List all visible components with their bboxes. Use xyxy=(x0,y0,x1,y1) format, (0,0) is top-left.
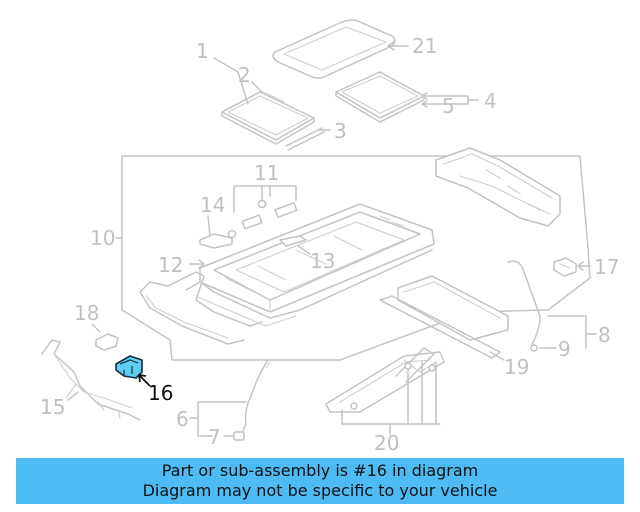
callout-21: 21 xyxy=(412,34,437,58)
part-11-fasteners xyxy=(233,185,298,230)
part-14-clip xyxy=(199,215,237,249)
leader-16 xyxy=(139,375,151,387)
part-3-strip xyxy=(285,127,325,151)
leader-4-bracket xyxy=(467,95,479,105)
leader-8 xyxy=(547,315,597,349)
leader-12-arrow xyxy=(198,259,205,269)
leader-15 xyxy=(67,391,79,401)
leader-5-arrow-bottom xyxy=(421,100,428,108)
callout-8: 8 xyxy=(598,323,611,347)
part-15-harness xyxy=(41,339,141,421)
callout-5: 5 xyxy=(442,94,455,118)
callout-17: 17 xyxy=(594,255,619,279)
callout-12: 12 xyxy=(158,253,183,277)
part-1-sunshade-panel xyxy=(221,91,315,145)
callout-16: 16 xyxy=(148,381,173,405)
info-banner: Part or sub-assembly is #16 in diagram D… xyxy=(16,458,624,504)
callout-2: 2 xyxy=(238,63,251,87)
callout-13: 13 xyxy=(310,249,335,273)
leader-2 xyxy=(251,81,263,93)
callout-19: 19 xyxy=(504,355,529,379)
leader-21-arrow xyxy=(387,41,395,51)
wind-deflector-part xyxy=(435,147,561,227)
callout-14: 14 xyxy=(200,193,225,217)
leader-18 xyxy=(91,323,101,333)
leader-19 xyxy=(489,351,505,361)
part-6-hose xyxy=(233,359,271,441)
part-13-bracket xyxy=(279,235,307,247)
callout-1: 1 xyxy=(196,39,209,63)
part-19-sunshade xyxy=(379,275,509,359)
callout-3: 3 xyxy=(334,119,347,143)
callout-10: 10 xyxy=(90,226,115,250)
leader-16-arrow xyxy=(137,373,147,383)
part-17-block xyxy=(553,257,577,277)
callout-7: 7 xyxy=(208,425,221,449)
leader-5-arrow-top xyxy=(421,92,428,100)
callout-9: 9 xyxy=(558,337,571,361)
leader-13 xyxy=(297,245,311,255)
part-20-mechanism xyxy=(325,347,445,413)
callout-6: 6 xyxy=(176,407,189,431)
callout-20: 20 xyxy=(374,431,399,455)
part-21-glass-panel xyxy=(272,19,396,79)
leader-20 xyxy=(341,361,441,435)
part-4-5-seal-frame xyxy=(335,71,425,123)
callout-15: 15 xyxy=(40,395,65,419)
callout-18: 18 xyxy=(74,301,99,325)
leader-6 xyxy=(189,401,247,437)
banner-line-1: Part or sub-assembly is #16 in diagram xyxy=(161,461,479,480)
banner-line-2: Diagram may not be specific to your vehi… xyxy=(142,481,498,500)
part-18-pad xyxy=(95,333,119,351)
callout-11: 11 xyxy=(254,161,279,185)
part-8-drain-hose xyxy=(507,260,541,352)
sunroof-frame xyxy=(139,203,435,345)
leader-1 xyxy=(213,57,249,105)
callout-4: 4 xyxy=(484,89,497,113)
leader-17-arrow xyxy=(577,261,584,271)
